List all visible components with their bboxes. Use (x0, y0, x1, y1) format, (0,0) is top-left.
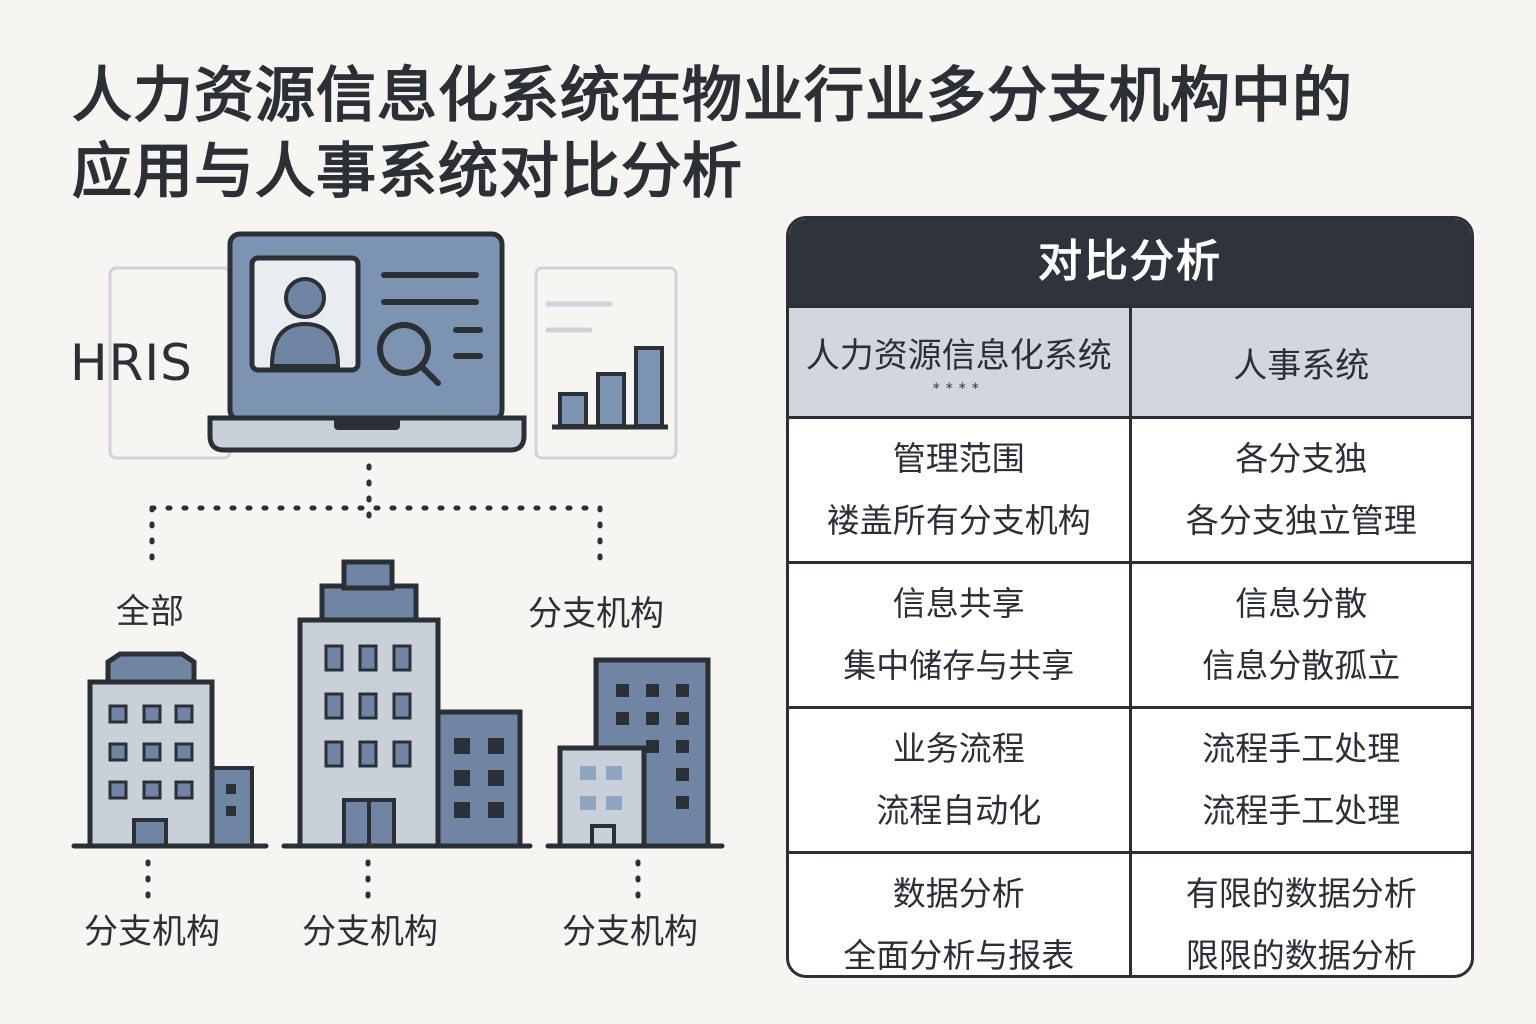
column-header-hris-label: 人力资源信息化系统 (805, 335, 1112, 376)
title-line-1: 人力资源信息化系统在物业行业多分支机构中的 (72, 61, 1353, 131)
cell-detail: 各分支独立管理 (1185, 501, 1417, 540)
column-header-personnel: 人事系统 (1128, 308, 1472, 416)
table-cell: 流程手工处理 流程手工处理 (1128, 709, 1472, 851)
cell-topic: 信息分散 (1235, 584, 1368, 623)
page-title: 人力资源信息化系统在物业行业多分支机构中的 应用与人事系统对比分析 (72, 58, 1452, 210)
cell-topic: 信息共享 (892, 584, 1025, 623)
dotted-connectors (145, 463, 641, 903)
cell-detail: 褛盖所有分支机构 (826, 501, 1091, 540)
table-cell: 管理范围 褛盖所有分支机构 (789, 419, 1129, 561)
table-cell: 各分支独 各分支独立管理 (1128, 419, 1472, 561)
comparison-column-headers: 人力资源信息化系统 **** 人事系统 (789, 305, 1471, 419)
cell-topic: 数据分析 (892, 874, 1025, 913)
cell-detail: 限限的数据分析 (1185, 936, 1417, 975)
table-row: 信息共享 集中储存与共享 信息分散 信息分散孤立 (789, 561, 1471, 706)
table-row: 业务流程 流程自动化 流程手工处理 流程手工处理 (789, 706, 1471, 851)
magnifier-icon (377, 322, 441, 386)
cell-topic: 管理范围 (892, 439, 1025, 478)
label-branch-1: 分支机构 (84, 912, 220, 952)
chart-lines (545, 301, 613, 333)
title-line-2: 应用与人事系统对比分析 (72, 137, 743, 207)
label-all: 全部 (116, 592, 184, 632)
building-icon (557, 657, 711, 849)
comparison-header: 对比分析 (789, 219, 1471, 305)
cell-detail: 集中储存与共享 (843, 646, 1075, 685)
hris-label: HRIS (70, 334, 193, 392)
label-branch-2: 分支机构 (302, 912, 438, 952)
cell-topic: 业务流程 (892, 729, 1025, 768)
bar-chart-icon (552, 346, 668, 430)
cell-detail: 全面分析与报表 (843, 936, 1075, 975)
hris-illustration (71, 231, 725, 903)
cell-detail: 流程自动化 (876, 791, 1042, 830)
cell-detail: 信息分散孤立 (1202, 646, 1401, 685)
cell-topic: 流程手工处理 (1202, 729, 1401, 768)
user-profile-icon (249, 255, 361, 373)
building-icon (297, 559, 523, 849)
text-lines (381, 272, 483, 359)
table-row: 数据分析 全面分析与报表 有限的数据分析 限限的数据分析 (789, 851, 1472, 975)
label-branch-3: 分支机构 (562, 912, 698, 952)
label-branch-top: 分支机构 (528, 594, 664, 634)
table-cell: 有限的数据分析 限限的数据分析 (1128, 854, 1472, 975)
cell-topic: 各分支独 (1235, 439, 1368, 478)
cell-detail: 流程手工处理 (1202, 791, 1401, 830)
building-icon (87, 651, 254, 849)
column-header-hris: 人力资源信息化系统 **** (789, 308, 1129, 416)
table-cell: 业务流程 流程自动化 (789, 709, 1129, 851)
table-row: 管理范围 褛盖所有分支机构 各分支独 各分支独立管理 (789, 419, 1471, 561)
table-cell: 信息共享 集中储存与共享 (789, 564, 1129, 706)
table-cell: 数据分析 全面分析与报表 (789, 854, 1129, 975)
cell-topic: 有限的数据分析 (1185, 874, 1417, 913)
table-cell: 信息分散 信息分散孤立 (1128, 564, 1472, 706)
comparison-table: 对比分析 人力资源信息化系统 **** 人事系统 管理范围 褛盖所有分支机构 各… (786, 216, 1474, 978)
column-header-marks: **** (932, 380, 985, 397)
